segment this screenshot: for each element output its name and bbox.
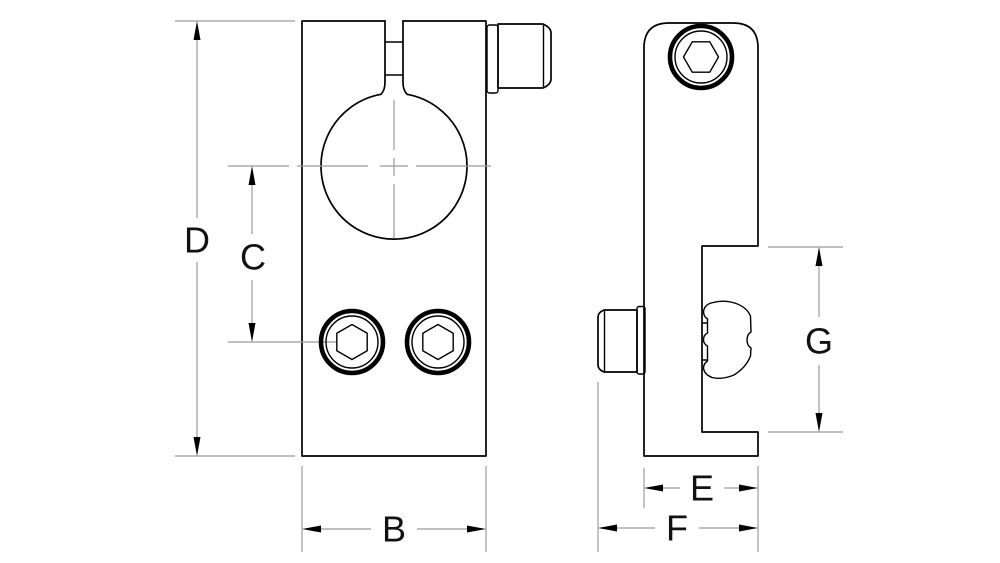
hex-socket-screw-top xyxy=(667,23,735,91)
dimension-label-b: B xyxy=(382,509,406,550)
dimension-B: B xyxy=(301,466,487,552)
bore-circle xyxy=(320,93,468,240)
clamp-screw-protruding xyxy=(597,305,646,375)
side-view xyxy=(597,22,759,457)
screw-chamfer-circle xyxy=(411,315,465,369)
dimension-label-f: F xyxy=(666,508,688,549)
dimension-G: G xyxy=(768,246,843,433)
screw-chamfer-circle xyxy=(674,30,728,84)
arrowhead-down xyxy=(815,413,823,432)
dimension-C: C xyxy=(228,165,289,342)
jaw-profile-outline xyxy=(702,300,752,380)
hex-socket xyxy=(682,41,720,73)
screw-head-circle xyxy=(667,23,735,91)
clamp-slot-left-edge xyxy=(380,20,386,96)
hex-socket xyxy=(422,323,454,361)
front-view xyxy=(228,20,552,457)
arrowhead-up xyxy=(815,247,823,266)
arrowhead-right xyxy=(739,524,758,532)
dimension-F: F xyxy=(597,382,758,552)
front-body-outline xyxy=(301,20,487,457)
arrowhead-right xyxy=(467,525,486,533)
dimension-label-g: G xyxy=(805,321,833,362)
side-body-outline xyxy=(643,22,759,457)
arrowhead-up xyxy=(193,21,201,40)
dimension-label-c: C xyxy=(240,237,266,278)
hex-socket xyxy=(336,323,368,361)
clamp-screw-washer xyxy=(486,24,499,94)
clamp-screw-head xyxy=(497,23,552,89)
clamp-screw-washer xyxy=(636,305,646,375)
screw-head-circle xyxy=(318,308,386,376)
arrowhead-left xyxy=(598,524,617,532)
arrowhead-right xyxy=(739,484,758,492)
screw-chamfer-circle xyxy=(325,315,379,369)
arrowhead-down xyxy=(193,437,201,456)
dimension-label-e: E xyxy=(690,468,714,509)
hex-socket-screw-right xyxy=(404,308,472,376)
arrowhead-down xyxy=(248,323,256,342)
arrowhead-up xyxy=(248,166,256,185)
notch-jaw-profile xyxy=(701,300,752,380)
arrowhead-left xyxy=(644,484,663,492)
hex-socket-screw-left xyxy=(318,308,386,376)
bore-centerlines xyxy=(297,100,491,238)
clamp-slot-right-edge xyxy=(402,20,408,96)
screw-head-circle xyxy=(404,308,472,376)
dimension-label-d: D xyxy=(184,220,210,261)
dimension-D: D xyxy=(175,20,295,457)
clamp-screw-side xyxy=(486,23,552,94)
clamp-screw-head xyxy=(597,309,638,373)
arrowhead-left xyxy=(302,525,321,533)
dimension-E: E xyxy=(643,466,759,552)
